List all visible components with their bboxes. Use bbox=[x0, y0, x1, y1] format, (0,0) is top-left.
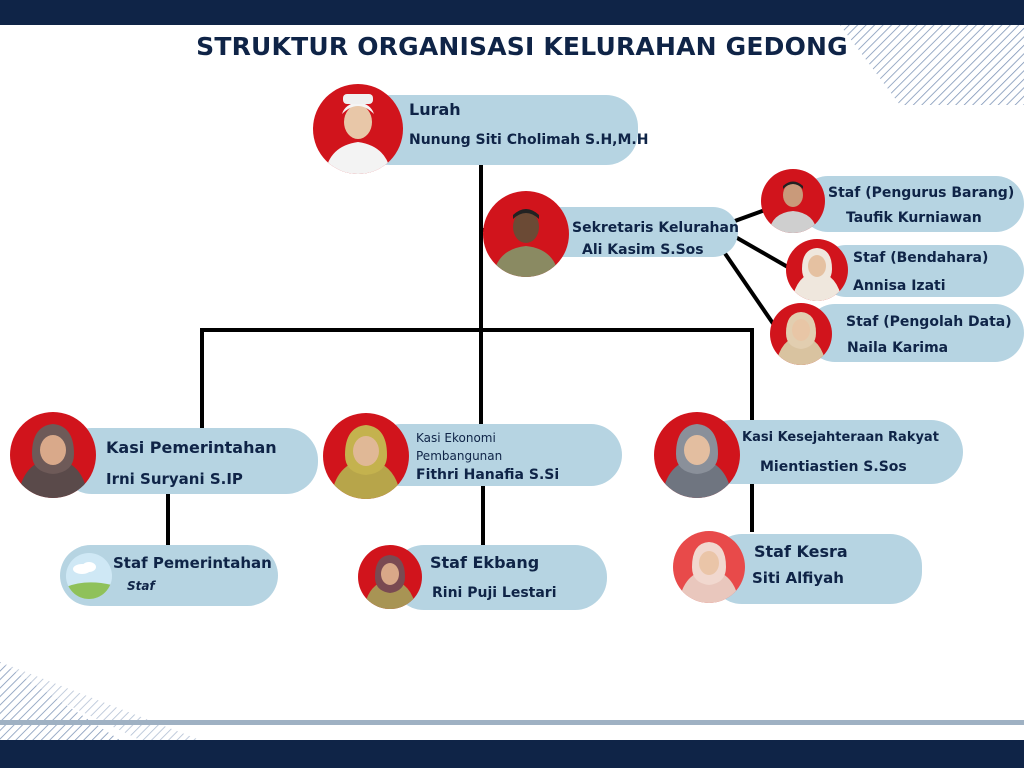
node-staf-bendahara bbox=[820, 245, 1024, 297]
top-band bbox=[0, 0, 1024, 25]
lurah-name: Nunung Siti Cholimah S.H,M.H bbox=[409, 132, 649, 148]
lurah-role: Lurah bbox=[409, 100, 461, 119]
node-staf-pengurus-barang bbox=[800, 176, 1024, 232]
kasi-kesra-name: Mientiastien S.Sos bbox=[760, 459, 907, 475]
person-photo-icon bbox=[654, 412, 740, 498]
staf-data-name: Naila Karima bbox=[847, 340, 949, 356]
person-photo-icon bbox=[10, 412, 96, 498]
node-staf-kesra bbox=[710, 534, 922, 604]
staf-pemerintahan-role: Staf Pemerintahan bbox=[113, 554, 272, 572]
kasi-kesra-role: Kasi Kesejahteraan Rakyat bbox=[742, 430, 939, 445]
landscape-placeholder-icon bbox=[66, 553, 112, 599]
staf-kesra-role: Staf Kesra bbox=[754, 542, 848, 561]
staf-pemerintahan-name: Staf bbox=[127, 579, 155, 593]
kasi-pemerintahan-role: Kasi Pemerintahan bbox=[106, 438, 277, 457]
node-lurah bbox=[358, 95, 638, 165]
sekretaris-name: Ali Kasim S.Sos bbox=[582, 242, 704, 258]
bottom-band bbox=[0, 740, 1024, 768]
connector-staf-bendahara bbox=[729, 232, 789, 269]
node-staf-ekbang bbox=[392, 545, 607, 610]
node-kasi-pemerintahan bbox=[60, 428, 318, 494]
staf-ekbang-name: Rini Puji Lestari bbox=[432, 585, 557, 601]
kasi-ekbang-name: Fithri Hanafia S.Si bbox=[416, 467, 560, 483]
person-photo-icon bbox=[483, 191, 569, 277]
connector-staf-data bbox=[721, 249, 775, 325]
decorative-hatch-top-right bbox=[840, 25, 1024, 105]
kasi-ekbang-role-line2: Pembangunan bbox=[416, 449, 503, 463]
person-photo-icon bbox=[761, 169, 825, 233]
staf-bendahara-role: Staf (Bendahara) bbox=[853, 250, 989, 266]
person-photo-icon bbox=[323, 413, 409, 499]
person-photo-icon bbox=[673, 531, 745, 603]
sekretaris-role: Sekretaris Kelurahan bbox=[572, 220, 739, 236]
node-staf-pengolah-data bbox=[806, 304, 1024, 362]
staf-barang-name: Taufik Kurniawan bbox=[846, 210, 982, 226]
staf-kesra-name: Siti Alfiyah bbox=[752, 569, 844, 587]
node-kasi-kesejahteraan-rakyat bbox=[700, 420, 963, 484]
staf-ekbang-role: Staf Ekbang bbox=[430, 553, 540, 572]
person-photo-icon bbox=[313, 84, 403, 174]
kasi-pemerintahan-name: Irni Suryani S.IP bbox=[106, 470, 243, 488]
connector-staf-barang bbox=[729, 207, 768, 225]
bottom-accent-line bbox=[0, 720, 1024, 725]
person-photo-icon bbox=[358, 545, 422, 609]
person-photo-icon bbox=[786, 239, 848, 301]
staf-bendahara-name: Annisa Izati bbox=[853, 278, 946, 294]
chart-title: STRUKTUR ORGANISASI KELURAHAN GEDONG bbox=[196, 32, 848, 61]
staf-data-role: Staf (Pengolah Data) bbox=[846, 314, 1012, 330]
kasi-ekbang-role-line1: Kasi Ekonomi bbox=[416, 431, 496, 445]
node-kasi-ekonomi-pembangunan bbox=[370, 424, 622, 486]
staf-barang-role: Staf (Pengurus Barang) bbox=[828, 185, 1015, 201]
person-photo-icon bbox=[770, 303, 832, 365]
